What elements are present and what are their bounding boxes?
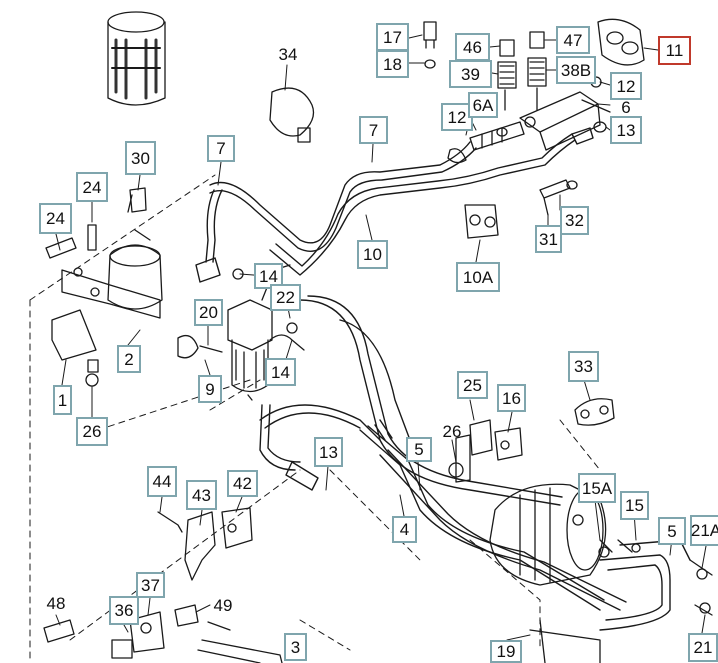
callout-16: 16 [497, 384, 526, 412]
callout-30: 30 [125, 141, 156, 175]
bracket-30 [129, 187, 147, 213]
line-19-bracket [529, 619, 601, 663]
ac-compressor [489, 483, 713, 616]
union-fitting-6a [447, 121, 525, 164]
callout-6a: 6A [468, 92, 498, 118]
callout-13-top: 13 [610, 116, 642, 144]
callout-10a: 10A [456, 262, 500, 292]
hose-lines-4-5 [259, 295, 691, 631]
callout-42: 42 [227, 470, 258, 497]
callout-39: 39 [449, 60, 492, 88]
refrigerant-line-10 [269, 127, 594, 276]
callout-26-right: 26 [442, 421, 462, 441]
callout-12-top: 12 [610, 72, 642, 100]
callout-20: 20 [194, 299, 223, 326]
callout-4: 4 [392, 516, 417, 543]
callout-9: 9 [198, 375, 222, 403]
callout-7-top: 7 [359, 116, 388, 144]
callout-10: 10 [357, 240, 388, 269]
callout-22: 22 [270, 284, 301, 311]
callout-34: 34 [278, 44, 298, 64]
callout-24-left: 24 [39, 203, 72, 234]
callout-48: 48 [46, 593, 66, 613]
callout-17: 17 [376, 23, 409, 51]
callout-21: 21 [688, 633, 718, 662]
callout-43: 43 [186, 480, 217, 510]
callout-38b: 38B [556, 56, 596, 84]
callout-3: 3 [284, 633, 307, 661]
bracket-10a [464, 204, 499, 239]
callout-5-right: 5 [658, 517, 686, 545]
callout-31: 31 [535, 225, 562, 253]
callout-32: 32 [560, 206, 589, 235]
callout-44: 44 [147, 466, 177, 497]
callout-13-lower: 13 [314, 437, 343, 467]
line-clamp-33 [574, 398, 615, 426]
callout-19: 19 [490, 640, 522, 663]
callout-33: 33 [568, 351, 599, 382]
bolt-31-32 [539, 179, 571, 216]
callout-6: 6 [621, 97, 631, 117]
pressure-switch-11 [597, 18, 645, 66]
callout-46: 46 [455, 33, 490, 61]
expansion-valve-block [519, 91, 611, 151]
drier-bracket-assembly [45, 194, 163, 387]
callout-15a: 15A [578, 473, 616, 503]
refrigerant-line-7 [195, 141, 477, 283]
callout-24-top: 24 [76, 172, 108, 202]
receiver-drier-cylinder [107, 11, 166, 106]
callout-18: 18 [376, 50, 409, 78]
callout-7-left: 7 [207, 135, 235, 162]
callout-2: 2 [117, 345, 141, 373]
callout-25: 25 [457, 371, 488, 399]
switch-connectors-bottom-left [43, 507, 283, 663]
callout-15: 15 [620, 491, 649, 520]
callout-37: 37 [136, 572, 165, 598]
callout-11: 11 [658, 36, 691, 65]
cable-tie-34 [269, 87, 315, 143]
service-valves-top [423, 21, 547, 111]
pressure-switch-25-26-16 [448, 419, 523, 483]
callout-36: 36 [109, 596, 139, 625]
callout-26-left: 26 [76, 417, 108, 446]
callout-14-lower: 14 [265, 358, 296, 386]
callout-12-mid: 12 [441, 103, 473, 131]
callout-49: 49 [213, 595, 233, 615]
callout-5-center: 5 [406, 437, 432, 462]
callout-21a: 21A [690, 515, 718, 546]
dashed-reference-lines [29, 174, 601, 661]
callout-1: 1 [53, 385, 72, 415]
callout-47: 47 [556, 26, 590, 54]
